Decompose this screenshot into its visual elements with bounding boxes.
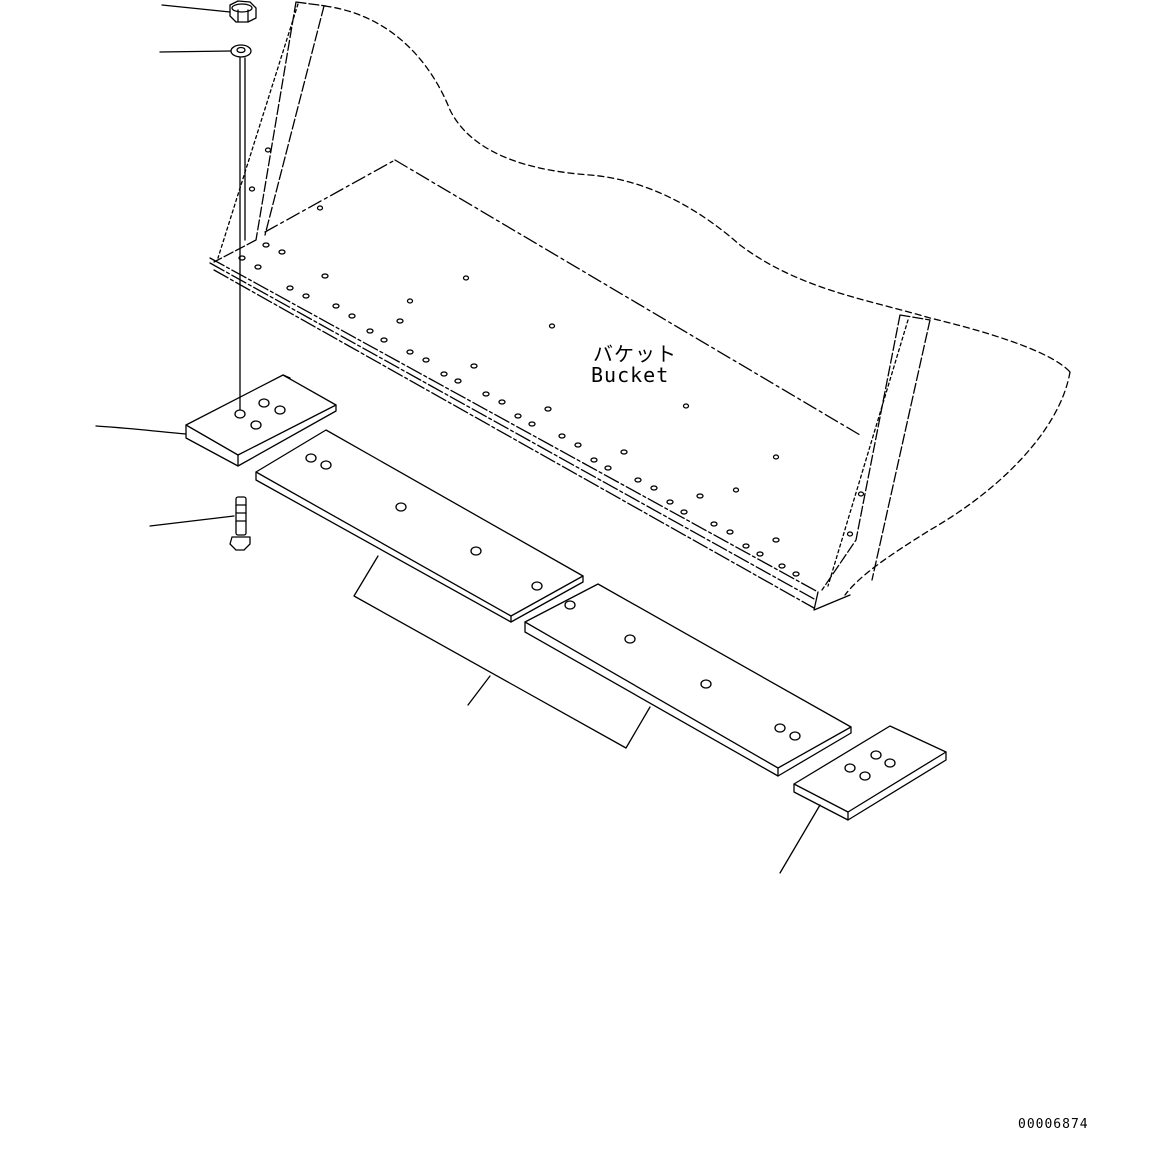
right-end-bit-leader	[780, 805, 820, 873]
bucket-floor-line-1	[395, 160, 860, 435]
bucket	[210, 2, 1070, 610]
bucket-back-lower	[845, 372, 1070, 595]
cutting-edge-right	[525, 584, 851, 776]
bucket-lip-bottom	[214, 270, 814, 608]
bucket-label-jp: バケット	[593, 342, 677, 366]
left-end-bit-leader	[96, 426, 186, 434]
nut-leader	[162, 5, 230, 12]
cutting-edge-leader	[468, 676, 490, 705]
bucket-lip-mid	[210, 263, 816, 600]
bucket-right-side-edge	[828, 320, 908, 586]
bucket-left-side-edge	[218, 4, 298, 258]
bolt-leader	[150, 516, 234, 526]
cutting-edge-left	[256, 430, 583, 622]
bucket-back-profile	[325, 6, 1070, 372]
bucket-label-en: Bucket	[591, 363, 670, 387]
bolt	[230, 496, 250, 550]
left-end-bit	[186, 375, 336, 466]
bucket-lip-top	[210, 258, 818, 592]
cutting-edge-bracket	[354, 556, 650, 748]
bucket-floor-line-2	[265, 160, 395, 232]
bucket-right-side	[822, 315, 930, 590]
bucket-left-side	[214, 2, 326, 262]
bucket-lip-end	[814, 592, 850, 610]
nut	[230, 1, 256, 22]
washer-leader	[160, 51, 231, 52]
washer	[231, 45, 251, 57]
right-end-bit	[794, 726, 946, 820]
bucket-lip-holes	[239, 148, 864, 576]
drawing-id: 00006874	[1018, 1117, 1089, 1132]
